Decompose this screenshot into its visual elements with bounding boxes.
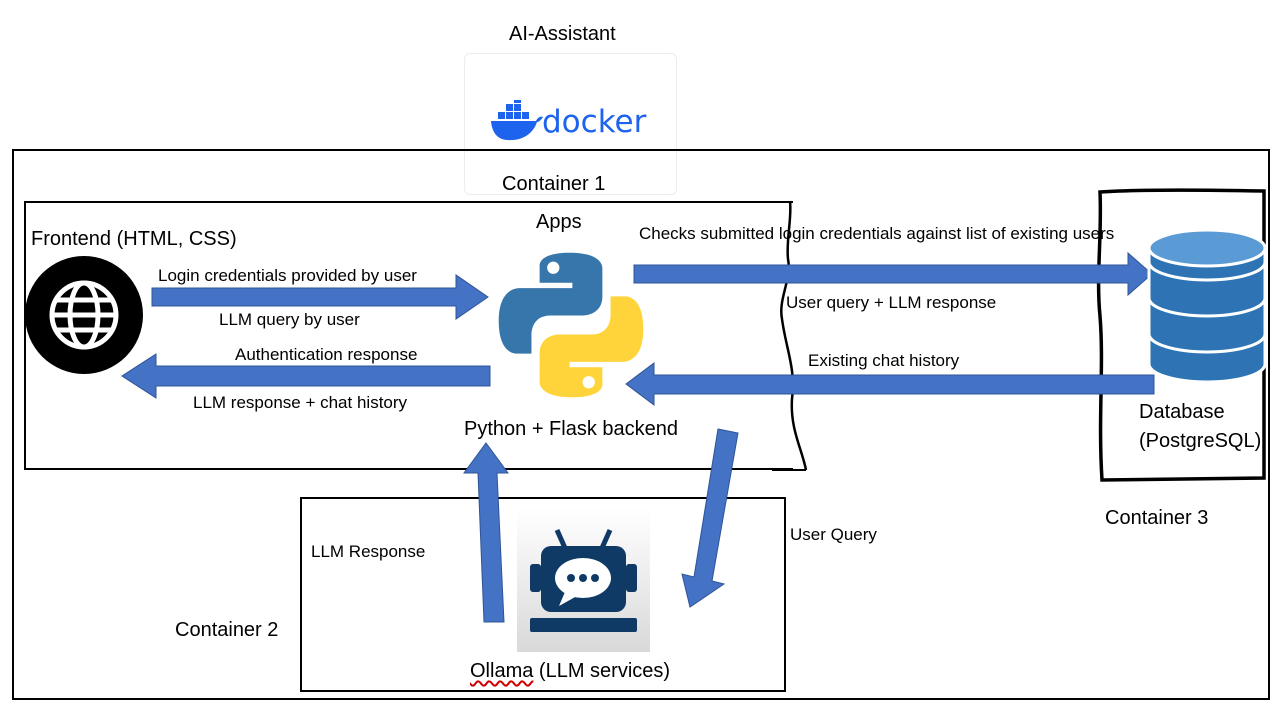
database-label-line1: Database (1139, 401, 1225, 423)
ollama-name: Ollama (470, 660, 534, 682)
robot-chat-icon (530, 528, 637, 632)
docker-wordmark: docker (542, 104, 647, 140)
user-query-llm-response-text: User query + LLM response (786, 293, 997, 312)
arrow-to-backend-from-db (625, 362, 1155, 406)
arrow-to-frontend (121, 353, 491, 399)
container-3-label: Container 3 (1105, 507, 1209, 529)
apps-box (24, 201, 793, 470)
frontend-label: Frontend (HTML, CSS) (31, 228, 237, 250)
arrow-backend-to-ollama (681, 428, 739, 608)
container-2-box (300, 497, 786, 692)
container-1-label: Container 1 (502, 173, 606, 195)
auth-response-text: Authentication response (235, 345, 418, 364)
llm-response-history-text: LLM response + chat history (193, 393, 408, 412)
python-icon (498, 252, 644, 398)
apps-box-right-edge (772, 200, 808, 471)
checks-credentials-text: Checks submitted login credentials again… (639, 224, 1115, 243)
llm-query-text: LLM query by user (219, 310, 360, 329)
docker-card (464, 53, 677, 195)
ollama-label: Ollama (LLM services) (470, 661, 670, 681)
backend-label: Python + Flask backend (464, 418, 679, 440)
arrow-to-database (633, 251, 1153, 297)
docker-whale-icon (491, 100, 543, 141)
container-2-label: Container 2 (175, 619, 279, 641)
outer-container (12, 149, 1270, 700)
login-credentials-text: Login credentials provided by user (158, 266, 417, 285)
diagram-title: AI-Assistant (509, 23, 616, 45)
arrow-ollama-to-backend (463, 442, 509, 623)
database-label-line2: (PostgreSQL) (1139, 430, 1262, 452)
arrow-to-backend (151, 274, 489, 320)
user-query-text: User Query (790, 525, 877, 544)
existing-history-text: Existing chat history (808, 351, 960, 370)
database-container-outline (1096, 188, 1266, 482)
apps-label: Apps (536, 211, 582, 233)
globe-icon (25, 256, 143, 374)
ollama-services-text: (LLM services) (533, 660, 671, 682)
database-icon (1147, 228, 1267, 384)
docker-logo: docker (490, 100, 660, 146)
llm-response-text: LLM Response (311, 542, 426, 561)
